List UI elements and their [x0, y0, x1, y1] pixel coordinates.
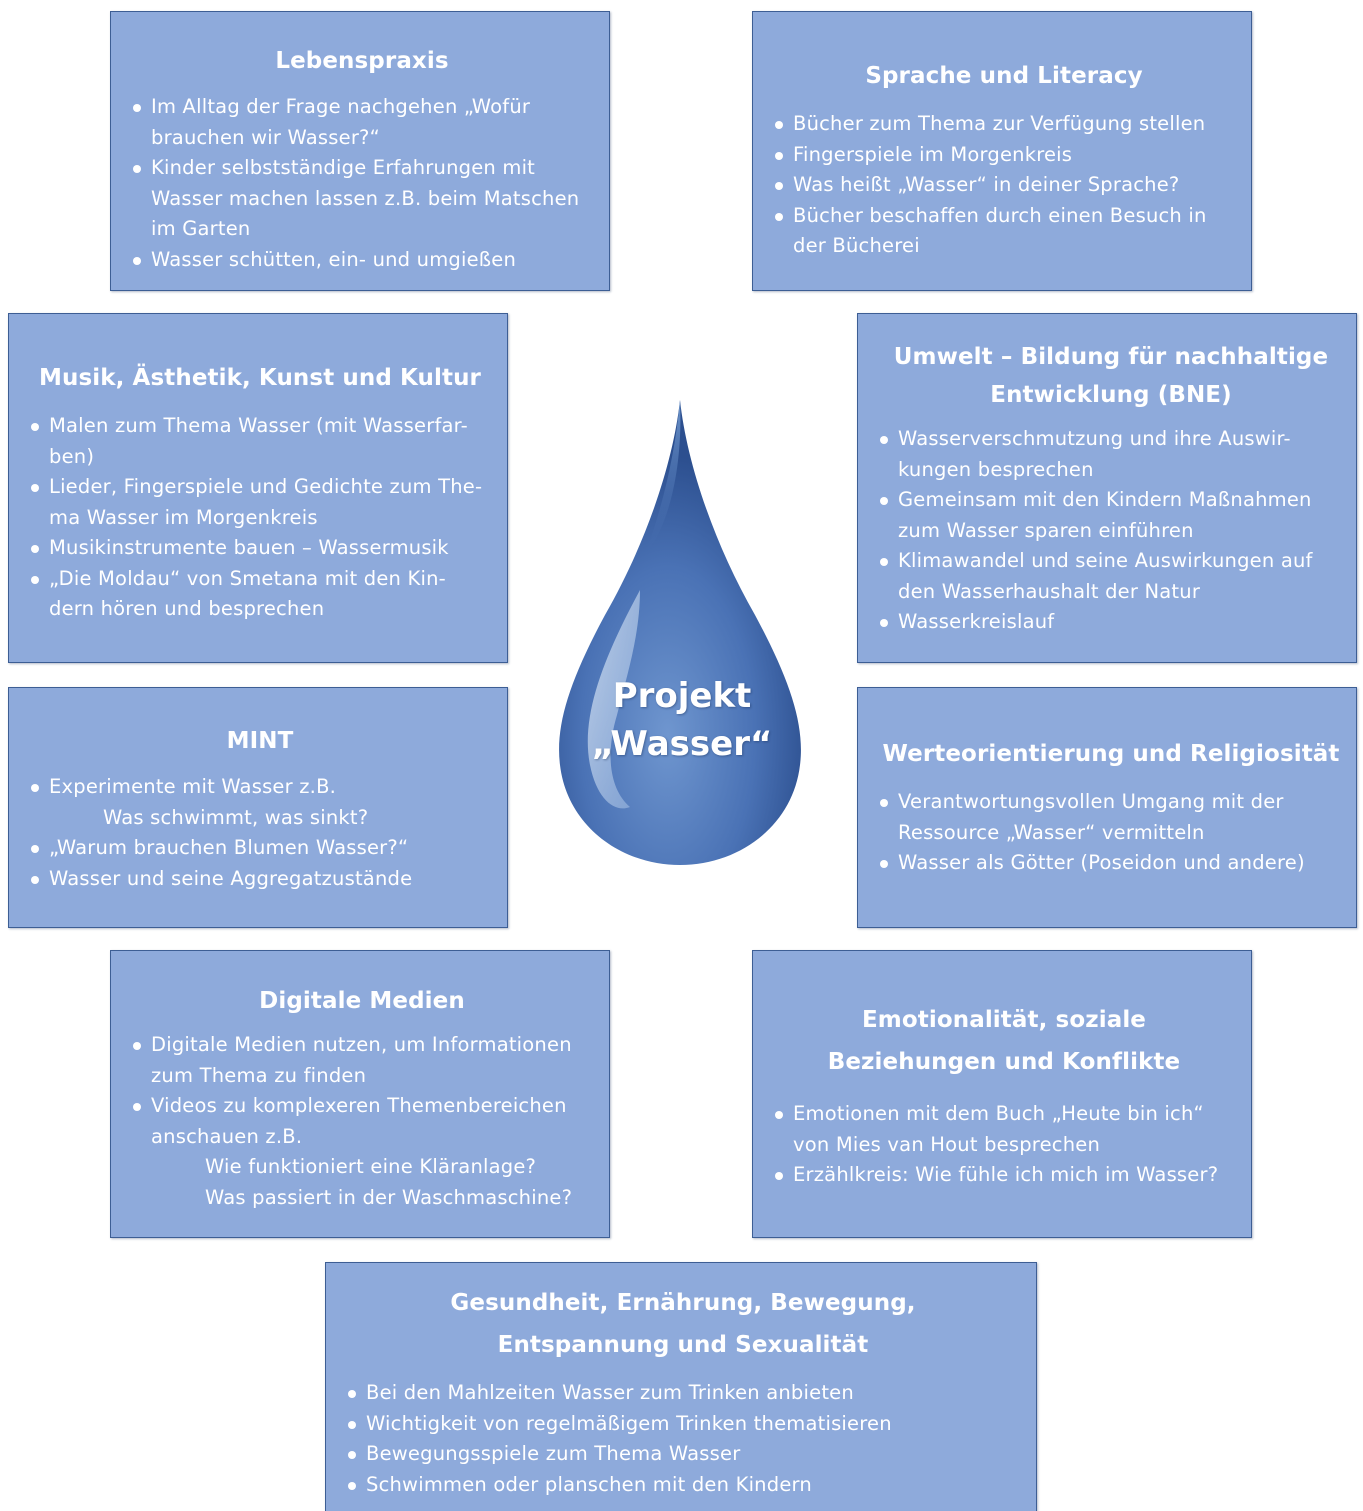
- box-title-line1: Emotionalität, soziale: [861, 1007, 1147, 1033]
- list-item: Bewegungsspiele zum Thema Wasser: [346, 1439, 1020, 1470]
- list-item: Wasserverschmutzung und ihre Auswir-kung…: [878, 424, 1344, 485]
- list-item: Wasser und seine Aggregatzustände: [29, 864, 491, 895]
- box-gesundheit: Gesundheit, Ernährung, Bewegung, Entspan…: [325, 1262, 1037, 1511]
- list-item: Videos zu komplexeren Themenbereichen an…: [131, 1091, 593, 1213]
- box-lebenspraxis: Lebenspraxis Im Alltag der Frage nachgeh…: [110, 11, 610, 291]
- list-item-subtext: Was passiert in der Waschmaschine?: [205, 1185, 573, 1209]
- box-title-line2: Entwicklung (BNE): [990, 382, 1232, 408]
- list-item: Verantwortungsvollen Umgang mit der Ress…: [878, 787, 1344, 848]
- center-title-line2: „Wasser“: [591, 724, 773, 764]
- box-title: Musik, Ästhetik, Kunst und Kultur: [38, 365, 482, 391]
- box-sprache-literacy: Sprache und Literacy Bücher zum Thema zu…: [752, 11, 1252, 291]
- list-item: Wasserkreislauf: [878, 607, 1344, 638]
- box-title: Sprache und Literacy: [865, 63, 1143, 89]
- list-item: Wasser schütten, ein- und umgießen: [131, 245, 593, 276]
- list-item: Was heißt „Wasser“ in deiner Sprache?: [773, 170, 1235, 201]
- list-item: Fingerspiele im Morgenkreis: [773, 140, 1235, 171]
- box-musik-kunst: Musik, Ästhetik, Kunst und Kultur Malen …: [8, 313, 508, 663]
- box-title: Gesundheit, Ernährung, Bewegung, Entspan…: [346, 1282, 1020, 1366]
- box-digitale-medien: Digitale Medien Digitale Medien nutzen, …: [110, 950, 610, 1238]
- bullet-list: Malen zum Thema Wasser (mit Wasserfar-be…: [29, 411, 491, 625]
- box-title: Werteorientierung und Religiosität: [882, 741, 1340, 767]
- list-item: Digitale Medien nutzen, um Informationen…: [131, 1030, 593, 1091]
- list-item-subtext: Wie funktioniert eine Kläranlage?: [205, 1155, 537, 1178]
- box-title-line1: Gesundheit, Ernährung, Bewegung,: [450, 1290, 916, 1316]
- list-item: Kinder selbstständige Erfahrungen mit Wa…: [131, 153, 593, 245]
- bullet-list: Bei den Mahlzeiten Wasser zum Trinken an…: [346, 1378, 1020, 1500]
- bullet-list: Wasserverschmutzung und ihre Auswir-kung…: [878, 424, 1344, 638]
- list-item-text: Experimente mit Wasser z.B.: [49, 775, 337, 798]
- list-item: „Warum brauchen Blumen Wasser?“: [29, 833, 491, 864]
- water-drop-icon: [559, 400, 801, 865]
- list-item: Bücher beschaffen durch einen Besuch in …: [773, 201, 1235, 262]
- list-item: „Die Moldau“ von Smetana mit den Kin-der…: [29, 564, 491, 625]
- list-item: Bei den Mahlzeiten Wasser zum Trinken an…: [346, 1378, 1020, 1409]
- list-item-text: Videos zu komplexeren Themenbereichen an…: [151, 1094, 567, 1148]
- list-item: Musikinstrumente bauen – Wassermusik: [29, 533, 491, 564]
- box-title: Umwelt – Bildung für nachhaltige Entwick…: [878, 338, 1344, 414]
- list-item: Malen zum Thema Wasser (mit Wasserfar-be…: [29, 411, 491, 472]
- box-title: MINT: [226, 728, 294, 754]
- bullet-list: Bücher zum Thema zur Verfügung stellen F…: [773, 109, 1235, 262]
- list-item-subtext: Was schwimmt, was sinkt?: [103, 805, 369, 829]
- box-umwelt-bne: Umwelt – Bildung für nachhaltige Entwick…: [857, 313, 1357, 663]
- box-title-line1: Umwelt – Bildung für nachhaltige: [893, 344, 1329, 370]
- list-item: Gemeinsam mit den Kindern Maßnahmen zum …: [878, 485, 1344, 546]
- list-item: Wasser als Götter (Poseidon und andere): [878, 848, 1344, 879]
- list-item: Schwimmen oder planschen mit den Kindern: [346, 1470, 1020, 1501]
- box-title: Emotionalität, soziale Beziehungen und K…: [773, 999, 1235, 1083]
- list-item: Erzählkreis: Wie fühle ich mich im Wasse…: [773, 1160, 1235, 1191]
- box-title: Digitale Medien: [259, 988, 465, 1014]
- box-werteorientierung: Werteorientierung und Religiosität Veran…: [857, 687, 1357, 928]
- box-title: Lebenspraxis: [275, 48, 449, 74]
- list-item: Emotionen mit dem Buch „Heute bin ich“ v…: [773, 1099, 1235, 1160]
- box-title-line2: Beziehungen und Konflikte: [827, 1049, 1181, 1075]
- bullet-list: Digitale Medien nutzen, um Informationen…: [131, 1030, 593, 1213]
- bullet-list: Experimente mit Wasser z.B. Was schwimmt…: [29, 772, 491, 894]
- list-item: Lieder, Fingerspiele und Gedichte zum Th…: [29, 472, 491, 533]
- center-title-line1: Projekt: [612, 676, 752, 716]
- box-emotionalitaet: Emotionalität, soziale Beziehungen und K…: [752, 950, 1252, 1238]
- list-item: Im Alltag der Frage nachgehen „Wofür bra…: [131, 92, 593, 153]
- bullet-list: Emotionen mit dem Buch „Heute bin ich“ v…: [773, 1099, 1235, 1191]
- list-item: Wichtigkeit von regelmäßigem Trinken the…: [346, 1409, 1020, 1440]
- center-title: Projekt „Wasser“: [582, 672, 782, 768]
- list-item: Klimawandel und seine Auswirkungen auf d…: [878, 546, 1344, 607]
- list-item: Experimente mit Wasser z.B. Was schwimmt…: [29, 772, 491, 833]
- list-item: Bücher zum Thema zur Verfügung stellen: [773, 109, 1235, 140]
- box-title-line2: Entspannung und Sexualität: [497, 1332, 869, 1358]
- bullet-list: Verantwortungsvollen Umgang mit der Ress…: [878, 787, 1344, 879]
- bullet-list: Im Alltag der Frage nachgehen „Wofür bra…: [131, 92, 593, 275]
- box-mint: MINT Experimente mit Wasser z.B. Was sch…: [8, 687, 508, 928]
